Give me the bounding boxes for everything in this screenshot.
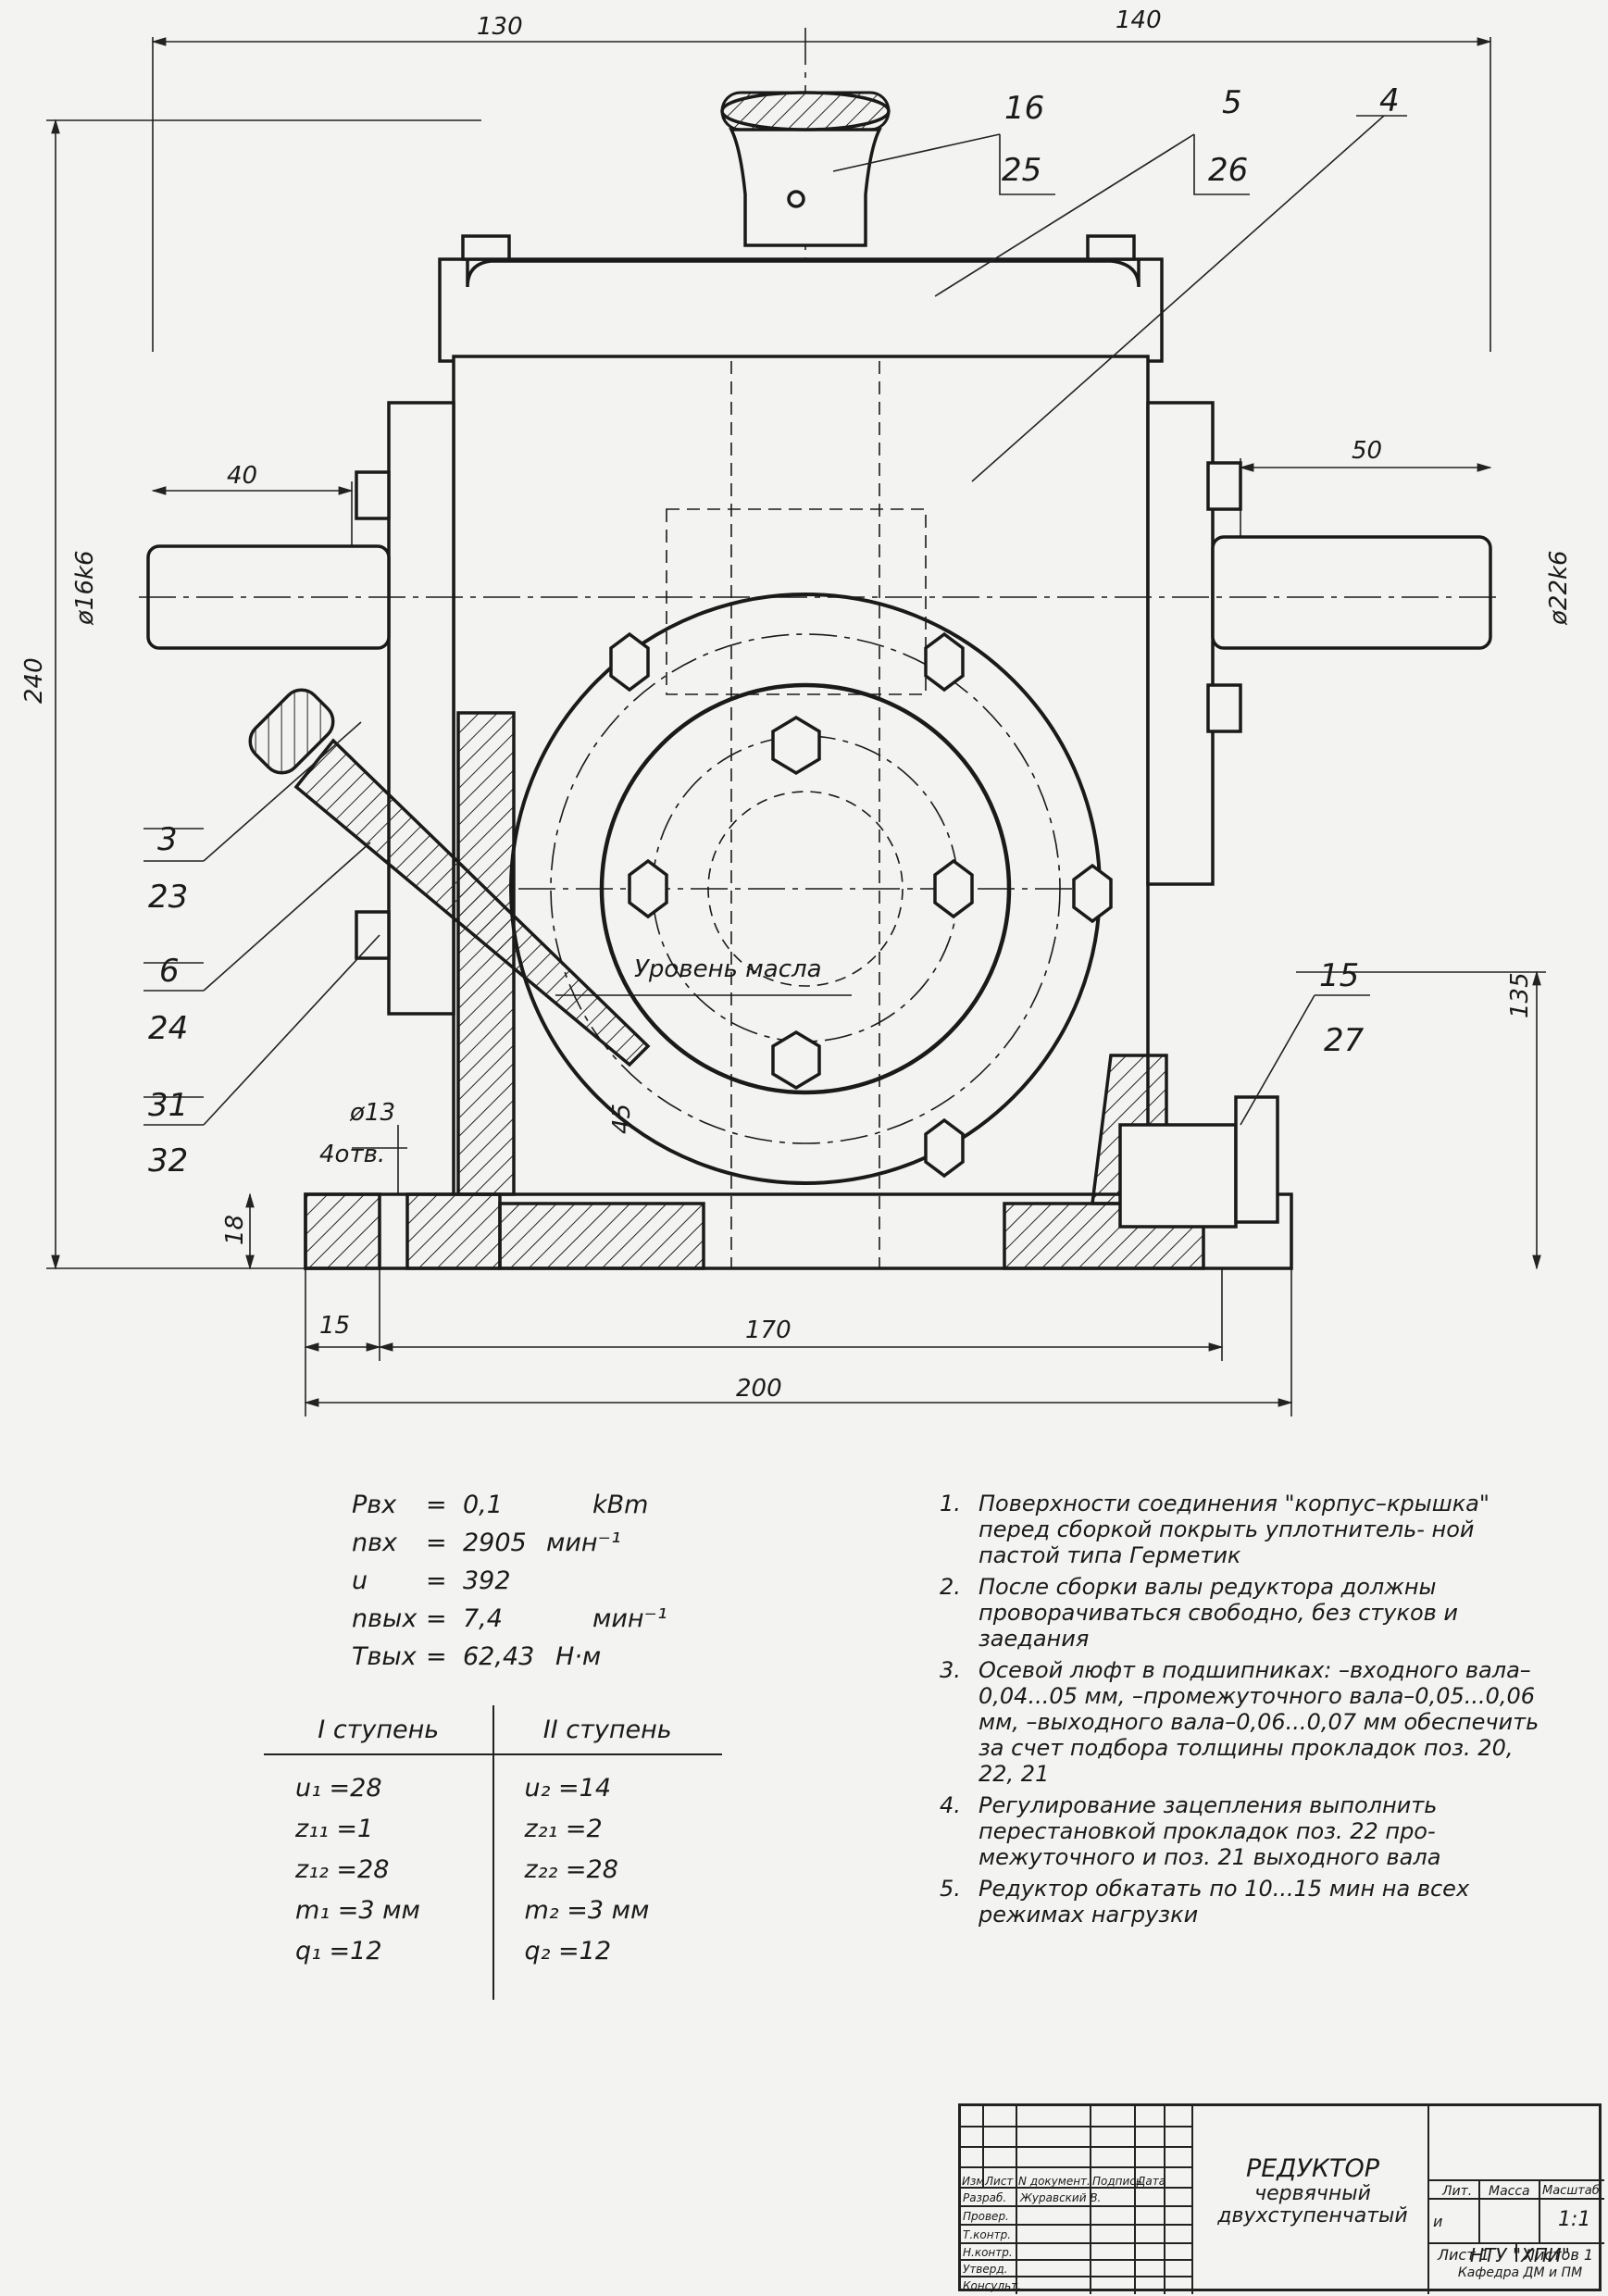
row-tcontrol: Т.контр.	[963, 2228, 1012, 2241]
row-approved: Утверд.	[963, 2263, 1008, 2276]
dim-170: 170	[745, 1316, 792, 1344]
pos-23: 23	[148, 879, 188, 916]
bolt-heads	[355, 234, 1242, 1179]
row-developer: Разраб.	[963, 2191, 1007, 2204]
note-item: 3.Осевой люфт в подшипниках: –входного в…	[940, 1657, 1539, 1787]
oil-dipstick	[248, 688, 852, 1067]
sheet-number: Лист 1	[1438, 2246, 1490, 2264]
dim-240: 240	[20, 657, 48, 704]
scale-value: 1:1	[1558, 2208, 1591, 2231]
pos-5: 5	[1222, 84, 1242, 121]
gear-stage-table: I ступень II ступень u₁ =28 z₁₁ =1 z₁₂ =…	[264, 1705, 722, 2000]
col-head-sign: Подпись	[1092, 2175, 1142, 2188]
pos-26: 26	[1208, 152, 1248, 189]
dim-dia-22: ø22k6	[1545, 550, 1573, 626]
stage2-values: u₂ =14 z₂₁ =2 z₂₂ =28 m₂ =3 мм q₂ =12	[524, 1774, 650, 1965]
drawing-title: РЕДУКТОР червячный двухступенчатый	[1217, 2154, 1408, 2227]
pos-24: 24	[148, 1010, 188, 1047]
lit-head: Лит.	[1442, 2184, 1473, 2199]
stage1-values: u₁ =28 z₁₁ =1 z₁₂ =28 m₁ =3 мм q₁ =12	[295, 1774, 420, 1965]
pos-16: 16	[1004, 90, 1044, 127]
dim-dia-16: ø16k6	[71, 550, 99, 626]
col-head-izm: Изм	[962, 2175, 985, 2188]
col-head-list: Лист	[985, 2175, 1014, 2188]
technical-requirements: 1.Поверхности соединения "корпус–крышка"…	[940, 1491, 1551, 1933]
pos-31: 31	[148, 1087, 188, 1124]
pos-32: 32	[148, 1142, 188, 1179]
dim-200: 200	[736, 1375, 782, 1403]
organization: НТУ "ХПИ" Кафедра ДМ и ПМ	[1457, 2244, 1583, 2280]
developer-name: Журавский В.	[1020, 2191, 1102, 2204]
scale-head: Масштаб	[1542, 2184, 1600, 2198]
pos-25: 25	[1002, 152, 1041, 189]
row-consultant: Консульт.	[963, 2279, 1021, 2292]
pos-6: 6	[159, 953, 180, 990]
note-item: 1.Поверхности соединения "корпус–крышка"…	[940, 1491, 1490, 1568]
stage1-header: I ступень	[318, 1715, 440, 1744]
stage2-header: II ступень	[542, 1715, 672, 1744]
dim-dia-13: ø13	[349, 1099, 395, 1127]
pos-3: 3	[157, 821, 178, 858]
mass-head: Масса	[1489, 2184, 1530, 2199]
dim-130: 130	[477, 13, 523, 41]
sheet-count: Листов 1	[1524, 2246, 1594, 2264]
dim-15: 15	[319, 1312, 350, 1340]
pos-27: 27	[1324, 1022, 1365, 1059]
dim-18: 18	[221, 1215, 249, 1245]
col-head-doc: N документ.	[1018, 2175, 1091, 2188]
letter: и	[1433, 2213, 1443, 2230]
dim-140: 140	[1116, 6, 1162, 34]
note-item: 4.Регулирование зацепления выполнить пер…	[940, 1792, 1441, 1870]
row-ncontrol: Н.контр.	[963, 2246, 1013, 2259]
note-item: 2.После сборки валы редуктора должны про…	[940, 1574, 1459, 1652]
param-row: u=392	[352, 1566, 511, 1595]
title-block-grid	[961, 2106, 1604, 2294]
base-section	[304, 711, 1293, 1270]
dim-135: 135	[1506, 972, 1534, 1018]
title-block: Изм Лист N документ. Подпись Дата Разраб…	[958, 2103, 1604, 2294]
dim-40: 40	[227, 462, 257, 490]
gearbox-assembly-drawing: 130 140 240 40 50 ø16k6 ø22k6 45 18 135 …	[20, 6, 1573, 1416]
pos-15: 15	[1319, 957, 1359, 994]
dimension-lines	[46, 28, 1546, 1416]
row-checked: Провер.	[963, 2210, 1009, 2223]
col-head-date: Дата	[1137, 2175, 1166, 2188]
dim-45: 45	[608, 1104, 636, 1134]
dimension-labels: 130 140 240 40 50 ø16k6 ø22k6 45 18 135 …	[20, 6, 1573, 1403]
oil-level-label: Уровень масла	[634, 955, 822, 983]
note-item: 5.Редуктор обкатать по 10...15 мин на вс…	[940, 1876, 1470, 1928]
pos-4: 4	[1379, 82, 1400, 119]
dim-50: 50	[1352, 437, 1382, 465]
position-callouts: 16 25 5 26 4 3 23 6 24 31 32 15 27	[148, 82, 1400, 1179]
dim-hole-count: 4отв.	[319, 1141, 385, 1168]
leader-lines	[143, 115, 1407, 1126]
